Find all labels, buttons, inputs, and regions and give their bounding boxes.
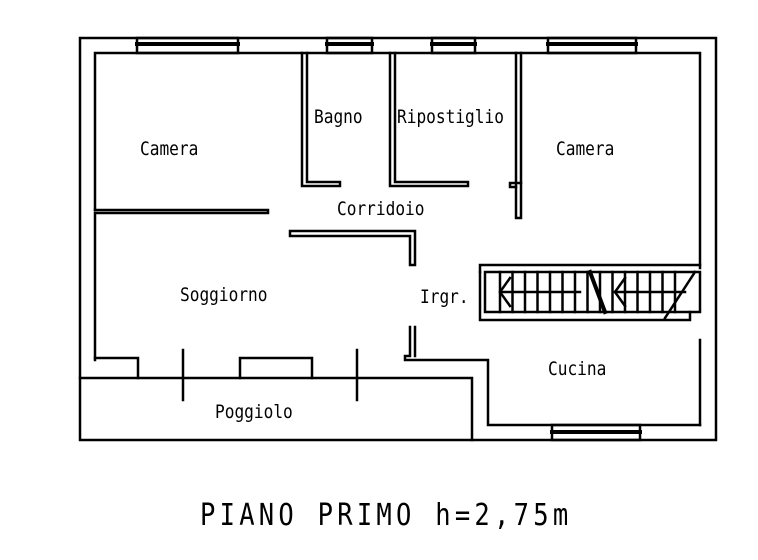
room-label-ingresso: Irgr.: [420, 286, 469, 308]
room-label-poggiolo: Poggiolo: [215, 401, 293, 423]
room-label-soggiorno: Soggiorno: [180, 284, 268, 306]
room-label-corridoio: Corridoio: [337, 198, 425, 220]
room-label-camera-right: Camera: [556, 138, 615, 160]
room-label-camera-left: Camera: [140, 138, 199, 160]
plan-title: PIANO PRIMO h=2,75m: [200, 498, 573, 533]
staircase: [478, 263, 702, 322]
room-label-ripostiglio: Ripostiglio: [397, 106, 504, 128]
room-label-cucina: Cucina: [548, 358, 607, 380]
room-label-bagno: Bagno: [314, 106, 363, 128]
outer-walls: [78, 36, 718, 442]
interior-walls: [78, 51, 702, 442]
